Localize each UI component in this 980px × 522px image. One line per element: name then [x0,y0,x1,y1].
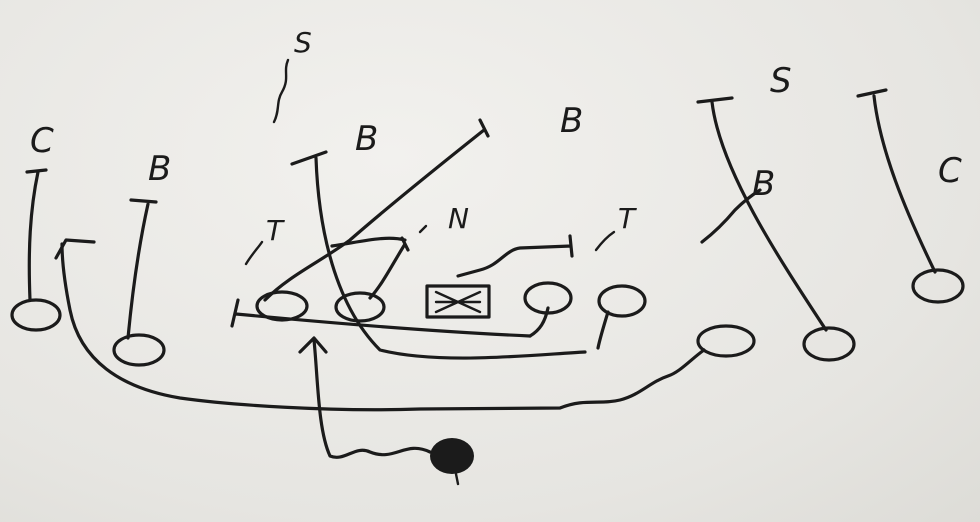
label-backer-right-top: B [560,101,583,141]
qb-tail [454,472,460,486]
tackle-right-mark [594,230,616,252]
label-corner-left: C [30,121,54,161]
safety-left-mark [272,58,290,124]
qb-route [312,338,432,459]
label-corner-right: C [938,151,962,191]
backer-right-top-route [263,118,490,302]
backer-left-route [126,198,158,340]
tight-end-right [696,324,756,358]
quarterback-dot [430,438,474,474]
label-backer-right: B [752,164,775,204]
center-square [425,284,491,319]
qb-arrow [298,336,328,354]
tackle-block [596,310,610,350]
backer-right-route [700,188,762,244]
receiver-left [10,298,62,332]
label-tackle-left: T [266,214,285,247]
label-tackle-right: T [618,202,637,235]
lineman-right-tackle [597,284,647,318]
stunt-line [456,234,574,278]
guard-block [528,306,550,338]
center-x-mark [434,290,482,314]
lineman-left-guard [334,291,386,323]
label-nose: N [448,202,469,235]
receiver-right [911,268,965,304]
wing-right [802,326,856,362]
nose-tick [418,224,428,234]
label-safety-left: S [294,26,312,59]
sweep-route [60,242,706,412]
lineman-left-tackle [255,290,309,322]
label-backer-middle: B [355,119,378,159]
label-safety-right: S [770,61,792,101]
nose-route [368,236,410,300]
backer-middle-route [290,150,587,360]
safety-right-route [696,96,828,332]
slot-left [112,333,166,367]
corner-left-route [25,168,48,302]
label-backer-left: B [148,149,171,189]
lineman-right-guard [523,281,573,315]
sweep-arrow [54,238,96,260]
backer-connector [330,236,407,248]
corner-right-route [856,88,937,274]
tackle-left-mark [244,240,264,266]
